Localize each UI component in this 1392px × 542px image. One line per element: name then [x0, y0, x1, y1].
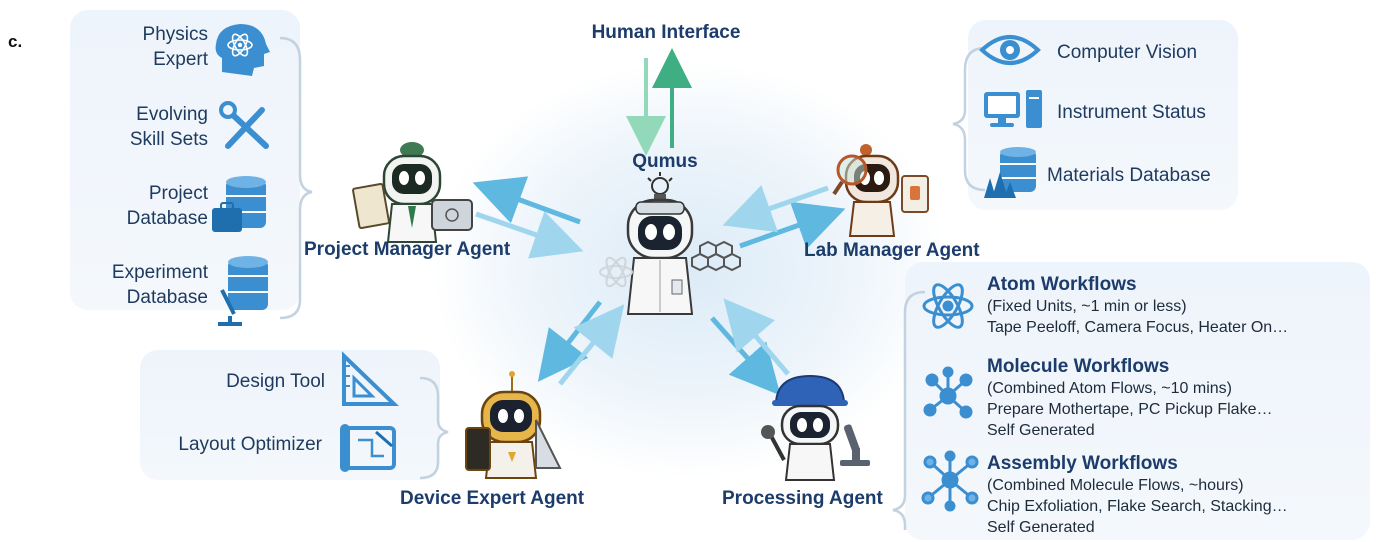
molecule-workflows-block: Molecule Workflows (Combined Atom Flows,…	[987, 356, 1272, 441]
molecule-workflows-line-3: Self Generated	[987, 422, 1095, 439]
device-expert-robot	[465, 371, 562, 479]
computer-vision-label: Computer Vision	[1057, 42, 1198, 63]
database-briefcase-icon	[212, 176, 266, 232]
project-manager-robot	[352, 142, 473, 243]
project-bracket	[279, 36, 313, 320]
eye-icon	[979, 35, 1041, 65]
qumus-label: Qumus	[632, 151, 698, 172]
physics-expert-label: Physics Expert	[142, 24, 208, 70]
layout-optimizer-label: Layout Optimizer	[178, 434, 322, 455]
device-bracket	[419, 376, 449, 480]
computer-icon	[984, 90, 1042, 128]
project-manager-agent-label: Project Manager Agent	[304, 239, 511, 260]
assembly-workflows-block: Assembly Workflows (Combined Molecule Fl…	[987, 453, 1288, 538]
molecule-workflows-line-2: Prepare Mothertape, PC Pickup Flake…	[987, 401, 1273, 418]
materials-database-label: Materials Database	[1047, 165, 1211, 186]
atom-workflows-line-1: (Fixed Units, ~1 min or less)	[987, 298, 1187, 315]
experiment-database-label: Experiment Database	[111, 262, 208, 308]
head-atom-icon	[215, 24, 270, 76]
atom-workflows-title: Atom Workflows	[987, 274, 1137, 295]
processing-robot	[761, 374, 870, 481]
processing-agent-label: Processing Agent	[722, 488, 883, 509]
molecule-workflows-title: Molecule Workflows	[987, 356, 1170, 377]
atom-workflows-line-2: Tape Peeloff, Camera Focus, Heater On…	[987, 319, 1289, 336]
assembly-icon	[921, 450, 979, 512]
molecule-workflows-line-1: (Combined Atom Flows, ~10 mins)	[987, 380, 1232, 397]
assembly-workflows-line-3: Self Generated	[987, 519, 1095, 536]
design-tool-label: Design Tool	[226, 371, 325, 392]
project-database-label: Project Database	[126, 183, 208, 229]
triangle-ruler-icon	[342, 351, 399, 406]
database-crystal-icon	[984, 147, 1036, 198]
instrument-status-label: Instrument Status	[1057, 102, 1206, 123]
panel-label: c.	[8, 32, 23, 51]
human-interface-label: Human Interface	[591, 22, 741, 43]
atom-workflows-block: Atom Workflows (Fixed Units, ~1 min or l…	[987, 274, 1288, 338]
assembly-workflows-line-2: Chip Exfoliation, Flake Search, Stacking…	[987, 498, 1288, 515]
device-expert-panel	[140, 350, 440, 480]
wrench-screwdriver-icon	[219, 101, 269, 149]
device-expert-agent-label: Device Expert Agent	[400, 488, 585, 509]
lab-manager-robot	[832, 144, 929, 237]
qumus-robot	[599, 172, 741, 315]
assembly-workflows-title: Assembly Workflows	[987, 453, 1178, 474]
lab-bracket	[952, 46, 986, 192]
atom-icon	[922, 283, 974, 329]
processing-panel	[905, 262, 1370, 540]
assembly-workflows-line-1: (Combined Molecule Flows, ~hours)	[987, 477, 1244, 494]
evolving-skill-sets-label: Evolving Skill Sets	[129, 104, 208, 150]
blueprint-icon	[340, 424, 396, 472]
processing-bracket	[892, 290, 926, 530]
database-microscope-icon	[218, 256, 268, 326]
molecule-icon	[923, 366, 973, 419]
lab-manager-agent-label: Lab Manager Agent	[804, 240, 980, 261]
